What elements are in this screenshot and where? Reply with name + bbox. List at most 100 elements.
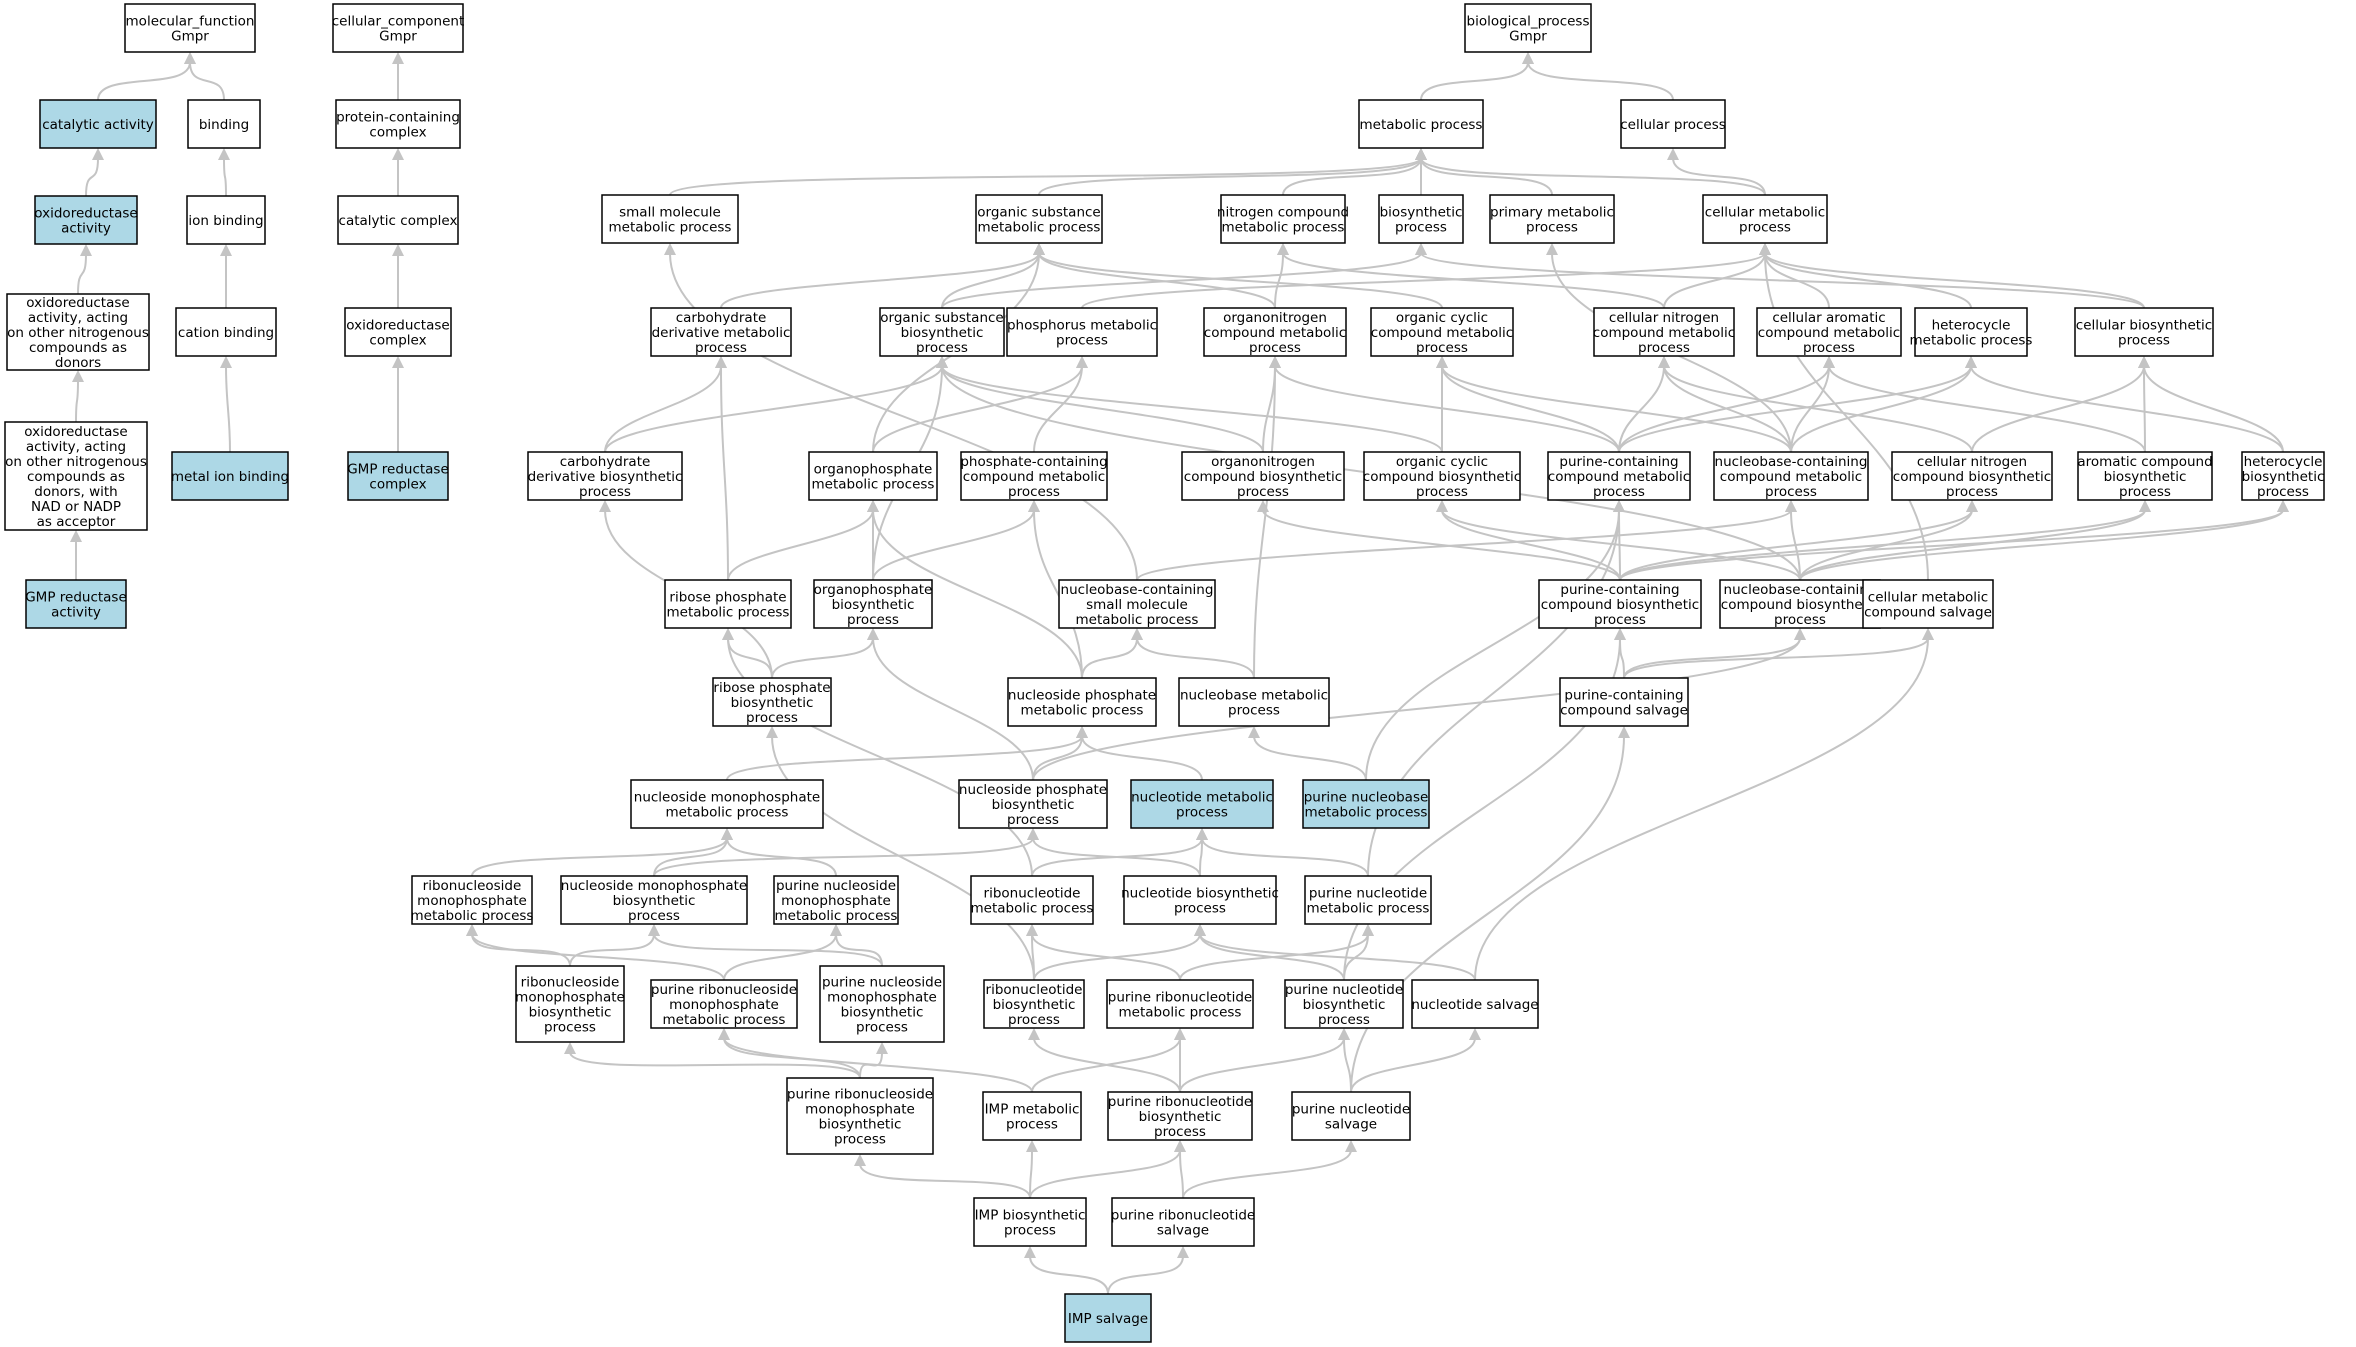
node-box	[1220, 194, 1346, 244]
node-box	[1464, 3, 1592, 53]
go-term-node-pnsmpmp[interactable]: purine nucleosidemonophosphatemetabolic …	[773, 875, 899, 925]
node-box	[171, 451, 289, 501]
go-term-node-imps[interactable]: IMP salvage	[1064, 1293, 1152, 1343]
edge-line	[1081, 637, 1138, 679]
go-term-node-catb[interactable]: cation binding	[175, 307, 277, 357]
edge-arrowhead	[1415, 148, 1427, 160]
go-term-node-mp[interactable]: metabolic process	[1358, 99, 1484, 149]
go-term-node-prnsmpbp[interactable]: purine ribonucleosidemonophosphatebiosyn…	[786, 1077, 934, 1155]
node-label-line: compound biosynthetic	[1721, 597, 1879, 613]
edge-osmp-to-mp	[1038, 148, 1427, 196]
go-term-node-catc[interactable]: catalytic complex	[337, 195, 459, 245]
go-term-node-nts[interactable]: nucleotide salvage	[1411, 979, 1539, 1029]
node-label-line: purine-containing	[1564, 688, 1683, 704]
go-term-node-cat[interactable]: catalytic activity	[39, 99, 157, 149]
node-label-line: ribonucleoside	[521, 975, 620, 991]
go-term-node-pnsmpbp[interactable]: purine nucleosidemonophosphatebiosynthet…	[819, 965, 945, 1043]
edge-prntbp-to-pntbp	[1179, 1028, 1350, 1093]
edge-line	[1764, 252, 2145, 309]
node-box	[983, 979, 1085, 1029]
go-term-node-nsmpbp[interactable]: nucleoside monophosphatebiosyntheticproc…	[560, 875, 748, 925]
go-term-node-prnsmpmp[interactable]: purine ribonucleosidemonophosphatemetabo…	[650, 979, 798, 1029]
go-term-node-ionb[interactable]: ion binding	[186, 195, 266, 245]
edge-line	[1672, 157, 1766, 196]
node-label-line: purine-containing	[1559, 454, 1678, 470]
edge-arrowhead	[218, 148, 230, 160]
node-box	[1378, 194, 1464, 244]
node-box	[1719, 579, 1881, 629]
edge-line	[1970, 365, 2284, 453]
go-term-node-bind[interactable]: binding	[187, 99, 261, 149]
edge-osbp-to-osmp	[941, 243, 1045, 309]
edge-line	[1282, 157, 1422, 196]
go-term-node-metb[interactable]: metal ion binding	[171, 451, 289, 501]
node-box	[34, 195, 138, 245]
go-term-node-rnsmpbp[interactable]: ribonucleosidemonophosphatebiosyntheticp…	[515, 965, 625, 1043]
go-term-node-cp[interactable]: cellular process	[1620, 99, 1726, 149]
node-label-line: nucleobase-containing	[1724, 582, 1877, 598]
edge-rntbp-to-ntbp	[1033, 924, 1206, 981]
